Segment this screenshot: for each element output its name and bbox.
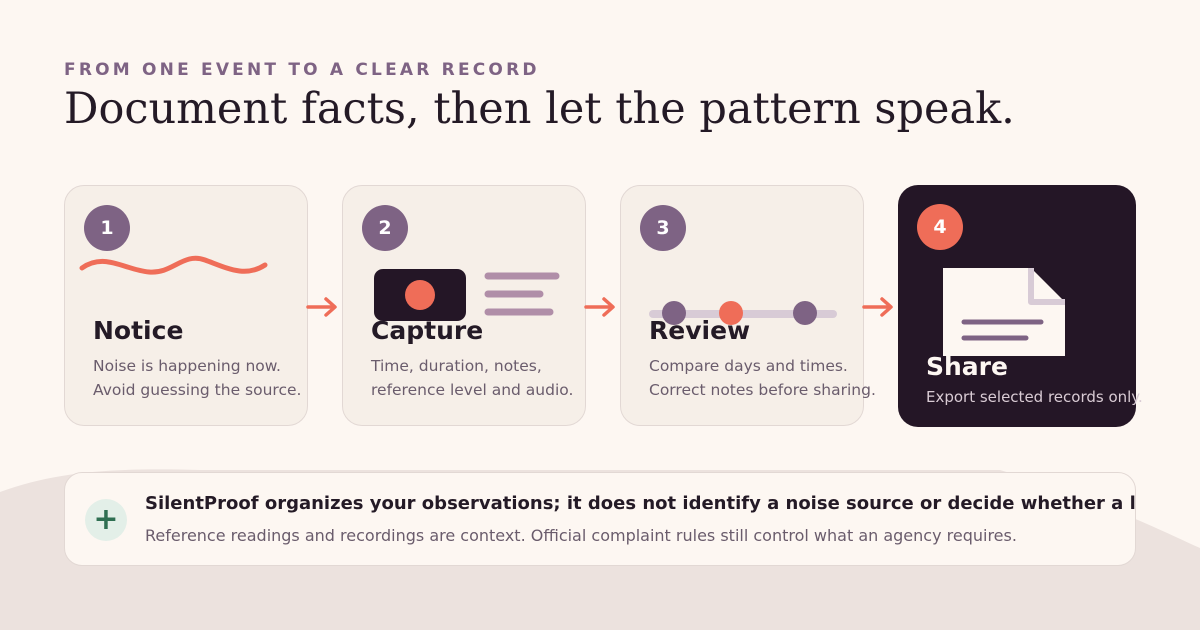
step-description-line: Avoid guessing the source.: [93, 381, 302, 399]
note-subline: Reference readings and recordings are co…: [145, 526, 1017, 545]
plus-icon: +: [85, 499, 127, 541]
step-number: 4: [917, 204, 963, 250]
step-description-line: Noise is happening now.: [93, 357, 281, 375]
eyebrow: FROM ONE EVENT TO A CLEAR RECORD: [64, 60, 540, 80]
step-card-review: 3 Review Compare days and times. Correct…: [620, 185, 876, 426]
arrow-right-icon: [584, 297, 615, 317]
record-icon: [374, 269, 560, 321]
step-description-line: Export selected records only.: [926, 388, 1143, 406]
step-card-capture: 2 Capture Time, duration, notes, referen…: [342, 185, 586, 426]
step-description: Time, duration, notes, reference level a…: [371, 354, 573, 402]
step-number: 3: [640, 205, 686, 251]
step-card-notice: 1 Notice Noise is happening now. Avoid g…: [64, 185, 308, 426]
step-description: Noise is happening now. Avoid guessing t…: [93, 354, 301, 402]
document-icon: [943, 268, 1065, 356]
step-title: Review: [649, 316, 751, 345]
step-title: Capture: [371, 316, 484, 345]
step-description: Compare days and times. Correct notes be…: [649, 354, 876, 402]
step-description-line: Correct notes before sharing.: [649, 381, 876, 399]
step-description-line: Time, duration, notes,: [371, 357, 542, 375]
disclaimer-note: + SilentProof organizes your observation…: [64, 472, 1136, 566]
arrow-right-icon: [862, 297, 893, 317]
step-title: Notice: [93, 316, 184, 345]
step-card-share: 4 Share Export selected records only.: [898, 185, 1143, 427]
arrow-right-icon: [306, 297, 337, 317]
step-description-line: reference level and audio.: [371, 381, 574, 399]
wave-icon: [79, 255, 268, 275]
step-title: Share: [926, 352, 1008, 381]
step-number: 1: [84, 205, 130, 251]
page-title: Document facts, then let the pattern spe…: [64, 84, 1015, 134]
timeline-icon: [649, 301, 837, 325]
note-headline: SilentProof organizes your observations;…: [145, 493, 1136, 514]
step-number: 2: [362, 205, 408, 251]
step-description: Export selected records only.: [926, 385, 1143, 409]
step-description-line: Compare days and times.: [649, 357, 848, 375]
